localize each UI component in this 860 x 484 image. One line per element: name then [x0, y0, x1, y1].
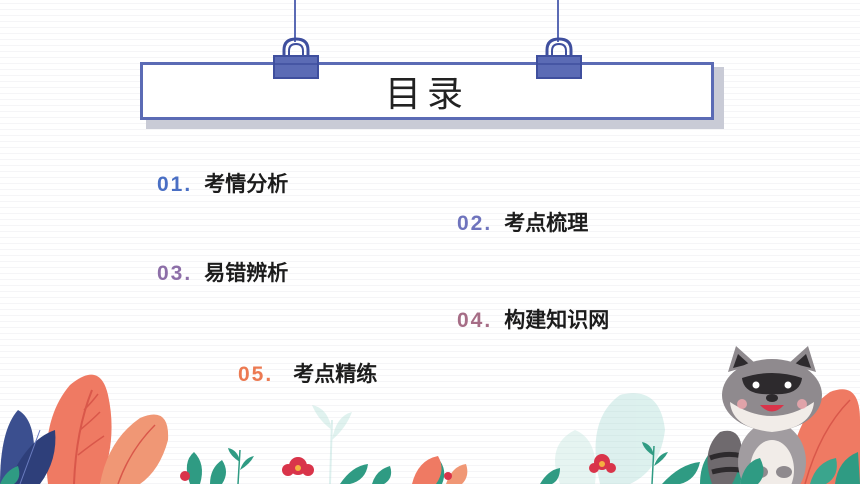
toc-number: 02. — [457, 212, 493, 235]
toc-label: 考点梳理 — [504, 211, 589, 235]
toc-number: 01. — [157, 173, 193, 196]
leaf-plant-icon — [0, 410, 56, 484]
toc-item-1[interactable]: 01. 考情分析 — [157, 168, 288, 198]
leaf-plant-icon — [46, 374, 169, 484]
hanger-string-right — [557, 0, 559, 42]
page-title: 目录 — [384, 74, 469, 115]
leaf-plant-icon — [186, 442, 700, 484]
toc-item-3[interactable]: 03. 易错辨析 — [157, 257, 288, 287]
toc-number: 05. — [238, 363, 274, 386]
paper-clip-icon — [536, 37, 582, 79]
toc-label: 易错辨析 — [204, 261, 289, 285]
toc-item-5[interactable]: 05. 考点精练 — [238, 358, 377, 388]
toc-item-2[interactable]: 02. 考点梳理 — [457, 207, 588, 237]
flower-icon — [180, 471, 452, 481]
flower-icon — [589, 454, 616, 473]
leaf-plant-icon — [412, 456, 468, 484]
toc-label: 构建知识网 — [504, 308, 610, 332]
hanger-string-left — [294, 0, 296, 42]
paper-clip-icon — [273, 37, 319, 79]
leaf-plant-icon — [312, 393, 665, 484]
flower-icon — [282, 457, 314, 476]
toc-label: 考情分析 — [204, 172, 289, 196]
title-box — [140, 62, 714, 120]
leaf-plant-icon — [0, 458, 837, 484]
raccoon-mascot — [707, 346, 822, 484]
toc-label: 考点精练 — [293, 362, 378, 386]
toc-number: 04. — [457, 309, 493, 332]
toc-number: 03. — [157, 262, 193, 285]
toc-item-4[interactable]: 04. 构建知识网 — [457, 304, 609, 334]
